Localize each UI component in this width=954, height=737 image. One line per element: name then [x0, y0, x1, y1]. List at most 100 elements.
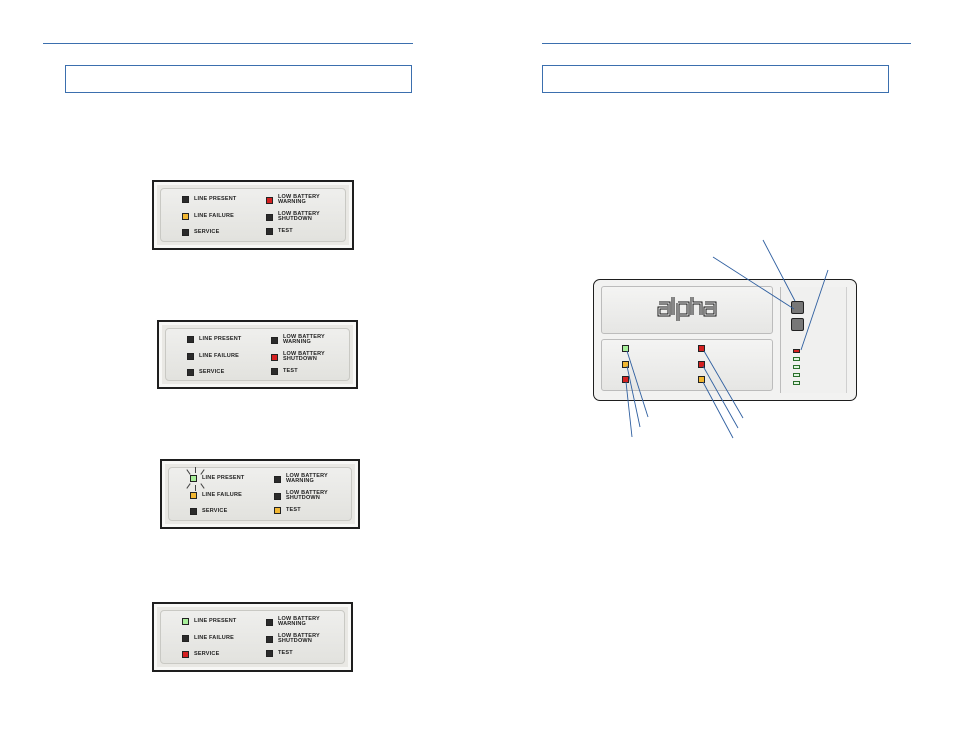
- indicator-line-failure: LINE FAILURE: [187, 353, 239, 360]
- indicator-line-failure: LINE FAILURE: [182, 213, 234, 220]
- indicator-panel-4: LINE PRESENT LINE FAILURE SERVICE LOW BATTE…: [152, 602, 353, 672]
- led-label: LOW BATTERY SHUTDOWN: [278, 211, 320, 222]
- led-low-battery-warning: [266, 618, 273, 626]
- led-service: [182, 651, 189, 658]
- led-label: LINE PRESENT: [194, 196, 237, 202]
- led-label: SERVICE: [194, 651, 220, 657]
- indicator-panel-3: LINE PRESENT LINE FAILURE SERVICE LOW BATTE…: [160, 459, 360, 529]
- led-line-failure: [187, 353, 194, 360]
- bargraph-segment-2: [793, 357, 800, 361]
- indicator-panel-face: [160, 188, 346, 242]
- indicator-test: TEST: [266, 228, 293, 235]
- indicator-low-battery-warning: LOW BATTERY WARNING: [274, 473, 328, 484]
- led-service: [182, 229, 189, 236]
- front-led-right-2: [698, 361, 705, 368]
- flash-ray: [195, 467, 196, 473]
- led-label: LINE PRESENT: [194, 618, 237, 624]
- indicator-line-failure: LINE FAILURE: [190, 492, 242, 499]
- led-label: LINE FAILURE: [199, 353, 239, 359]
- led-line-present: [182, 618, 189, 625]
- section-title-box-right: [542, 65, 889, 93]
- indicator-panel-face: [160, 610, 345, 664]
- led-service: [190, 508, 197, 515]
- flash-ray: [195, 485, 196, 491]
- bargraph-segment-5: [793, 381, 800, 385]
- front-led-left-2: [622, 361, 629, 368]
- indicator-service: SERVICE: [187, 369, 224, 376]
- led-test: [271, 368, 278, 375]
- indicator-test: TEST: [271, 368, 298, 375]
- led-low-battery-shutdown: [266, 635, 273, 643]
- indicator-panel-1: LINE PRESENT LINE FAILURE SERVICE LOW BATTE…: [152, 180, 354, 250]
- indicator-service: SERVICE: [182, 651, 219, 658]
- bargraph-segment-4: [793, 373, 800, 377]
- indicator-low-battery-shutdown: LOW BATTERY SHUTDOWN: [271, 351, 325, 362]
- led-low-battery-shutdown: [271, 353, 278, 361]
- led-line-failure: [182, 213, 189, 220]
- indicator-low-battery-warning: LOW BATTERY WARNING: [271, 334, 325, 345]
- bargraph-segment-3: [793, 365, 800, 369]
- indicator-panel-face: [165, 328, 350, 381]
- indicator-line-failure: LINE FAILURE: [182, 635, 234, 642]
- led-test: [274, 507, 281, 514]
- led-line-present: [187, 336, 194, 343]
- indicator-line-present: LINE PRESENT: [182, 196, 236, 203]
- led-low-battery-warning: [271, 336, 278, 344]
- led-label: LOW BATTERY SHUTDOWN: [283, 351, 325, 362]
- indicator-service: SERVICE: [190, 508, 227, 515]
- led-label: TEST: [278, 650, 293, 656]
- led-label: LINE PRESENT: [202, 475, 245, 481]
- indicator-panel-face: [168, 467, 352, 521]
- led-label: SERVICE: [199, 369, 225, 375]
- led-line-present: [182, 196, 189, 203]
- led-service: [187, 369, 194, 376]
- indicator-line-present: LINE PRESENT: [190, 475, 244, 482]
- indicator-low-battery-shutdown: LOW BATTERY SHUTDOWN: [266, 211, 320, 222]
- led-label: SERVICE: [202, 508, 228, 514]
- led-label: TEST: [286, 507, 301, 513]
- led-label: LOW BATTERY SHUTDOWN: [278, 633, 320, 644]
- led-low-battery-warning: [266, 196, 273, 204]
- led-label: LOW BATTERY WARNING: [283, 334, 325, 345]
- led-label: SERVICE: [194, 229, 220, 235]
- led-test: [266, 228, 273, 235]
- led-line-failure: [182, 635, 189, 642]
- indicator-low-battery-warning: LOW BATTERY WARNING: [266, 194, 320, 205]
- led-label: TEST: [278, 228, 293, 234]
- indicator-test: TEST: [274, 507, 301, 514]
- alpha-logo: [657, 297, 717, 321]
- led-test: [266, 650, 273, 657]
- led-label: LINE FAILURE: [194, 213, 234, 219]
- front-led-left-3: [622, 376, 629, 383]
- led-line-present: [190, 475, 197, 482]
- control-button-top: [791, 301, 804, 314]
- led-label: LOW BATTERY SHUTDOWN: [286, 490, 328, 501]
- led-line-failure: [190, 492, 197, 499]
- led-label: TEST: [283, 368, 298, 374]
- led-label: LOW BATTERY WARNING: [278, 616, 320, 627]
- indicator-line-present: LINE PRESENT: [187, 336, 241, 343]
- indicator-low-battery-warning: LOW BATTERY WARNING: [266, 616, 320, 627]
- led-low-battery-shutdown: [266, 213, 273, 221]
- led-label: LINE PRESENT: [199, 336, 242, 342]
- led-low-battery-shutdown: [274, 492, 281, 500]
- header-rule-left: [43, 43, 413, 44]
- front-led-right-1: [698, 345, 705, 352]
- section-title-box-left: [65, 65, 412, 93]
- led-label: LINE FAILURE: [194, 635, 234, 641]
- indicator-low-battery-shutdown: LOW BATTERY SHUTDOWN: [266, 633, 320, 644]
- bargraph-segment-1: [793, 349, 800, 353]
- control-button-bottom: [791, 318, 804, 331]
- indicator-low-battery-shutdown: LOW BATTERY SHUTDOWN: [274, 490, 328, 501]
- header-rule-right: [542, 43, 911, 44]
- indicator-service: SERVICE: [182, 229, 219, 236]
- indicator-panel-2: LINE PRESENT LINE FAILURE SERVICE LOW BATTE…: [157, 320, 358, 389]
- indicator-line-present: LINE PRESENT: [182, 618, 236, 625]
- led-label: LINE FAILURE: [202, 492, 242, 498]
- led-label: LOW BATTERY WARNING: [278, 194, 320, 205]
- indicator-test: TEST: [266, 650, 293, 657]
- led-low-battery-warning: [274, 475, 281, 483]
- led-label: LOW BATTERY WARNING: [286, 473, 328, 484]
- front-led-right-3: [698, 376, 705, 383]
- front-led-left-1: [622, 345, 629, 352]
